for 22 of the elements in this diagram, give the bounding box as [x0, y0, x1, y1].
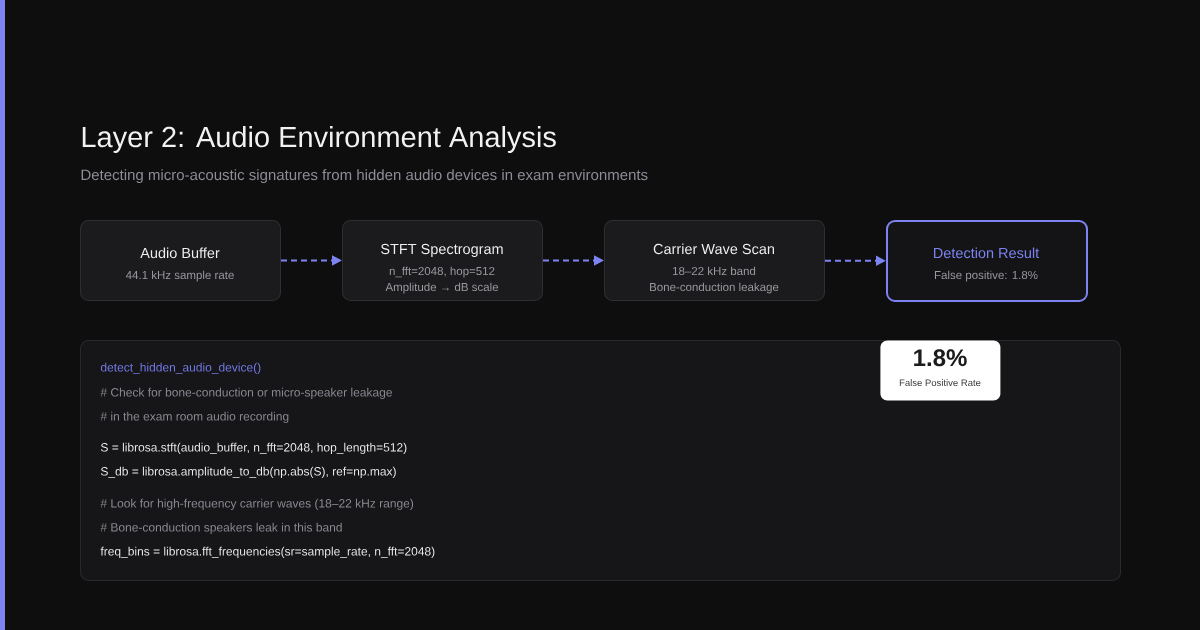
code-line: S = librosa.stft(audio_buffer, n_fft=2048, hop_length=512): [100, 442, 407, 454]
function-name: detect_hidden_audio_device(): [100, 362, 261, 374]
step-detail: Amplitude → dB scale: [385, 282, 499, 294]
step-title: STFT Spectrogram: [381, 243, 503, 257]
code-line: freq_bins = librosa.fft_frequencies(sr=sample_rate, n_fft=2048): [100, 546, 435, 558]
code-comment: # in the exam room audio recording: [100, 411, 289, 423]
step-detail: Bone-conduction leakage: [650, 282, 779, 294]
step-title: Audio Buffer: [140, 247, 220, 259]
step-detail: 18–22 kHz band: [673, 266, 756, 276]
title: Layer 2: Audio Environment Analysis: [82, 126, 556, 153]
subtitle: Detecting micro-acoustic signatures from hidden audio devices in exam environments: [81, 169, 648, 184]
step-title: Detection Result: [934, 247, 1040, 259]
stat-label: False Positive Rate: [899, 379, 981, 387]
code-comment: # Check for bone-conduction or micro-speaker leakage: [100, 387, 392, 399]
code-comment: # Look for high-frequency carrier waves (18–22 kHz range): [100, 498, 414, 510]
step-title: Carrier Wave Scan: [653, 243, 774, 255]
step-detail: 44.1 kHz sample rate: [125, 270, 234, 282]
step-detail: n_fft=2048, hop=512: [389, 266, 495, 278]
code-comment: # Bone-conduction speakers leak in this band: [100, 522, 342, 534]
step-detail: False positive: 1.8%: [934, 270, 1038, 282]
code-line: S_db = librosa.amplitude_to_db(np.abs(S), ref=np.max): [100, 466, 396, 478]
stat-value: 1.8%: [914, 349, 967, 367]
